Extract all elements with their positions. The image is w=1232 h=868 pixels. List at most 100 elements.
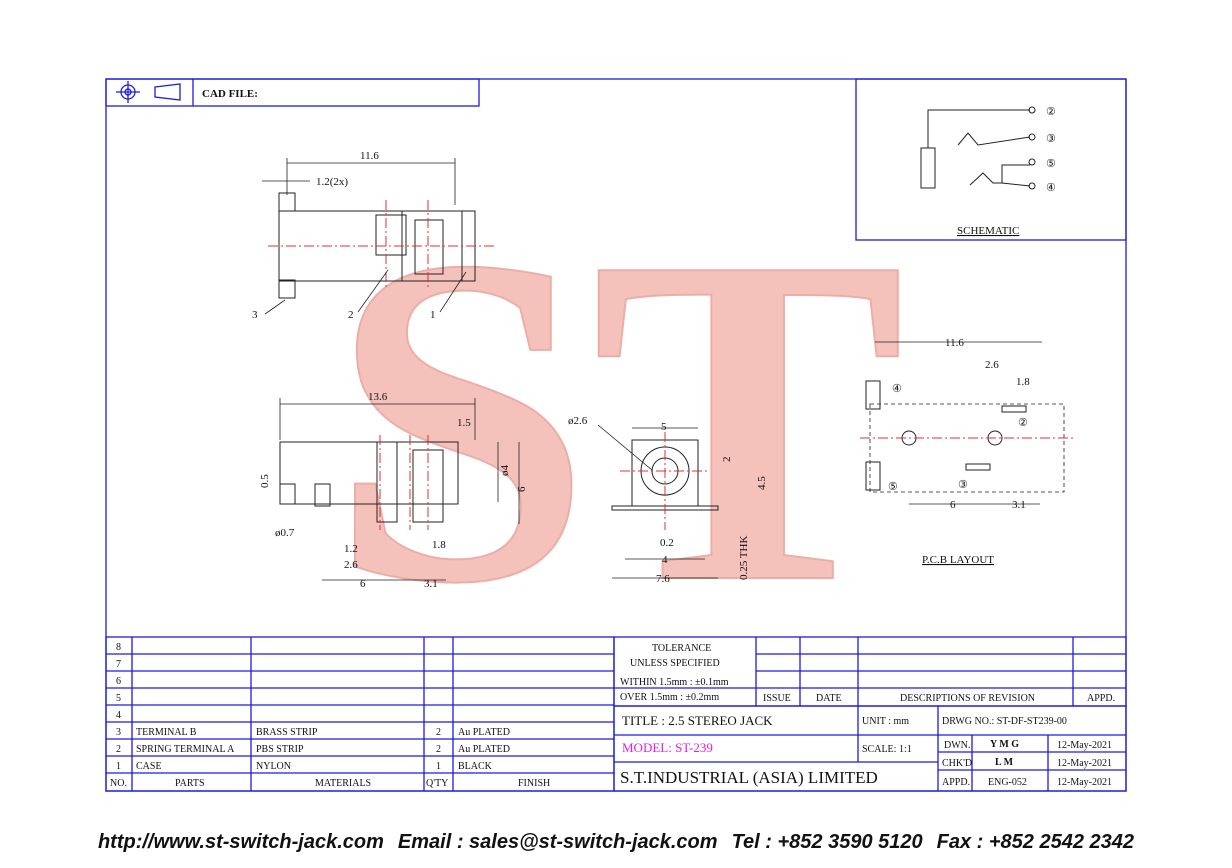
label-3: 3 bbox=[252, 309, 258, 321]
dim-top-width: 11.6 bbox=[360, 150, 379, 162]
watermark-st: ST bbox=[329, 158, 906, 681]
contact-footer: http://www.st-switch-jack.com Email : sa… bbox=[0, 822, 1232, 862]
bom-no-4: 4 bbox=[116, 710, 121, 721]
sleeve-contact bbox=[920, 147, 936, 189]
bom-qty-3: 2 bbox=[436, 727, 441, 738]
dim-side-3-1: 3.1 bbox=[424, 578, 438, 590]
schematic-pin-4: ④ bbox=[1046, 182, 1056, 194]
dim-side-6b: 6 bbox=[360, 578, 366, 590]
chkd-label: CHK'D bbox=[942, 758, 972, 769]
dim-pcb-11-6: 11.6 bbox=[945, 337, 964, 349]
dim-front-5: 5 bbox=[661, 421, 667, 433]
bom-no-5: 5 bbox=[116, 693, 121, 704]
appd-date: 12-May-2021 bbox=[1057, 777, 1112, 788]
bom-table: 8 7 6 5 4 3 TERMINAL B BRASS STRIP 2 Au … bbox=[105, 636, 615, 792]
appd-value: ENG-052 bbox=[988, 777, 1027, 788]
pcb-pin-4: ④ bbox=[892, 383, 902, 395]
label-1: 1 bbox=[430, 309, 436, 321]
tel-text: Tel : +852 3590 5120 bbox=[731, 830, 923, 853]
dim-side-phi0-7: ø0.7 bbox=[275, 527, 295, 539]
projection-cone-icon bbox=[154, 83, 181, 101]
dim-side-0-5: 0.5 bbox=[259, 474, 271, 488]
dwn-value: Y M G bbox=[990, 739, 1019, 750]
chkd-date: 12-May-2021 bbox=[1057, 758, 1112, 769]
bom-no-8: 8 bbox=[116, 642, 121, 653]
dim-front-2: 2 bbox=[721, 457, 733, 463]
dim-pcb-1-8: 1.8 bbox=[1016, 376, 1030, 388]
dim-front-0-2: 0.2 bbox=[660, 537, 674, 549]
dim-front-4: 4 bbox=[662, 554, 668, 566]
bom-material-1: NYLON bbox=[256, 761, 291, 772]
bom-material-2: PBS STRIP bbox=[256, 744, 304, 755]
revision-issue: ISSUE bbox=[763, 693, 791, 704]
pcb-layout: 11.6 2.6 1.8 ④ ② ③ ⑤ 6 3.1 P.C.B LAYOUT bbox=[860, 337, 1075, 566]
pcb-pin-5: ⑤ bbox=[888, 481, 898, 493]
drawing-svg: ST CAD FILE: ② ③ ⑤ ④ SCHEMATIC 11.6 bbox=[105, 78, 1127, 792]
bom-material-3: BRASS STRIP bbox=[256, 727, 318, 738]
email-text[interactable]: Email : sales@st-switch-jack.com bbox=[397, 830, 718, 853]
bom-header-materials: MATERIALS bbox=[315, 778, 371, 789]
dim-pcb-2-6: 2.6 bbox=[985, 359, 999, 371]
pcb-pin-2: ② bbox=[1018, 417, 1028, 429]
tolerance-line-3: WITHIN 1.5mm : ±0.1mm bbox=[620, 677, 729, 688]
revision-appd: APPD. bbox=[1087, 693, 1115, 704]
chkd-value: L M bbox=[995, 757, 1014, 768]
unit-text: UNIT : mm bbox=[862, 716, 909, 727]
fax-text: Fax : +852 2542 2342 bbox=[936, 830, 1135, 853]
bom-finish-1: BLACK bbox=[458, 761, 493, 772]
dwn-date: 12-May-2021 bbox=[1057, 740, 1112, 751]
dim-side-1-2: 1.2 bbox=[344, 543, 358, 555]
revision-desc: DESCRIPTIONS OF REVISION bbox=[900, 693, 1035, 704]
label-2: 2 bbox=[348, 309, 354, 321]
website-url[interactable]: http://www.st-switch-jack.com bbox=[97, 830, 384, 853]
tolerance-line-1: TOLERANCE bbox=[652, 643, 711, 654]
top-view: 11.6 1.2(2x) 3 2 1 bbox=[252, 150, 495, 321]
bom-qty-1: 1 bbox=[436, 761, 441, 772]
dim-side-phi4: ø4 bbox=[499, 465, 511, 477]
cad-file-label: CAD FILE: bbox=[202, 88, 258, 100]
pcb-label: P.C.B LAYOUT bbox=[922, 554, 994, 566]
tolerance-line-2: UNLESS SPECIFIED bbox=[630, 658, 720, 669]
dim-side-1-5: 1.5 bbox=[457, 417, 471, 429]
front-view: ø2.6 5 2 4.5 0.25 THK 0.2 4 7.6 bbox=[568, 415, 768, 585]
company-name: S.T.INDUSTRIAL (ASIA) LIMITED bbox=[620, 768, 878, 787]
bom-finish-2: Au PLATED bbox=[458, 744, 510, 755]
bom-no-2: 2 bbox=[116, 744, 121, 755]
schematic-pin-5: ⑤ bbox=[1046, 158, 1056, 170]
title-block: TITLE : 2.5 STEREO JACK UNIT : mm DRWG N… bbox=[613, 705, 1127, 792]
schematic-pin-2: ② bbox=[1046, 106, 1056, 118]
cad-file-header: CAD FILE: bbox=[105, 78, 480, 107]
schematic-pin-3: ③ bbox=[1046, 133, 1056, 145]
bom-qty-2: 2 bbox=[436, 744, 441, 755]
bom-no-7: 7 bbox=[116, 659, 121, 670]
dim-side-len: 13.6 bbox=[368, 391, 388, 403]
bom-header-finish: FINISH bbox=[518, 778, 550, 789]
bom-finish-3: Au PLATED bbox=[458, 727, 510, 738]
dim-side-1-8: 1.8 bbox=[432, 539, 446, 551]
dim-front-7-6: 7.6 bbox=[656, 573, 670, 585]
bom-no-6: 6 bbox=[116, 676, 121, 687]
bom-no-1: 1 bbox=[116, 761, 121, 772]
dim-front-phi2-6: ø2.6 bbox=[568, 415, 588, 427]
model-text: MODEL: ST-239 bbox=[622, 740, 713, 755]
revision-date: DATE bbox=[816, 693, 842, 704]
pcb-pin-3: ③ bbox=[958, 479, 968, 491]
title-text: TITLE : 2.5 STEREO JACK bbox=[622, 713, 773, 728]
dim-side-6: 6 bbox=[516, 486, 528, 492]
scale-text: SCALE: 1:1 bbox=[862, 744, 912, 755]
dwn-label: DWN. bbox=[944, 740, 970, 751]
tolerance-line-4: OVER 1.5mm : ±0.2mm bbox=[620, 692, 719, 703]
dim-front-thk: 0.25 THK bbox=[738, 536, 750, 580]
bom-header-qty: Q'TY bbox=[426, 778, 448, 789]
schematic-label: SCHEMATIC bbox=[957, 225, 1019, 237]
drawing-number: DRWG NO.: ST-DF-ST239-00 bbox=[942, 716, 1067, 727]
bom-part-2: SPRING TERMINAL A bbox=[136, 744, 235, 755]
side-view: 13.6 1.5 ø4 6 0.5 ø0.7 1.2 2.6 1.8 6 3.1 bbox=[259, 391, 528, 590]
bom-header-parts: PARTS bbox=[175, 778, 205, 789]
watermark-text: ST bbox=[330, 159, 905, 680]
dim-top-pin: 1.2(2x) bbox=[316, 176, 348, 188]
dim-pcb-3-1: 3.1 bbox=[1012, 499, 1026, 511]
bom-header-no: NO. bbox=[110, 778, 127, 789]
bom-no-3: 3 bbox=[116, 727, 121, 738]
